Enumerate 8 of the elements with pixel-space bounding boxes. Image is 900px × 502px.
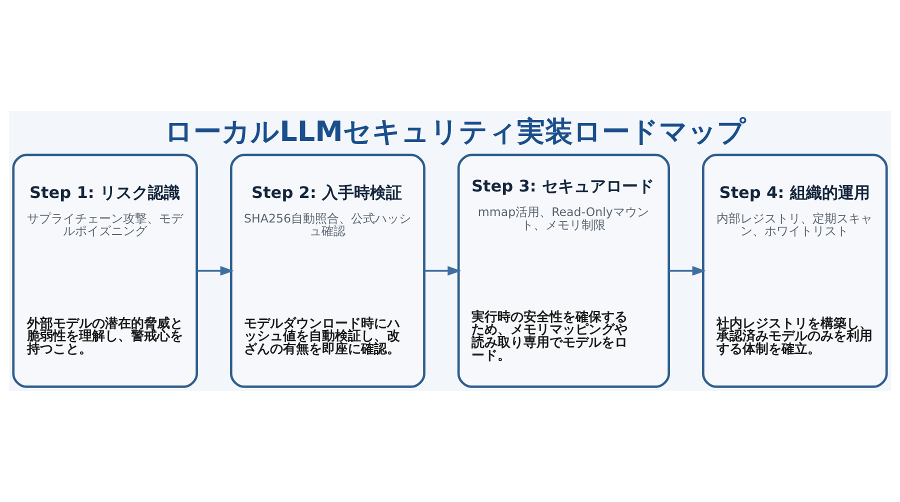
node-box: Step 4: 組織的運用 内部レジストリ、定期スキャン、ホワイトリスト 社内レジストリを構築し、承認済みモデルのみを利用する体制を確立。 [702,154,888,388]
node-box: Step 2: 入手時検証 SHA256自動照合、公式ハッシュ確認 モデルダウンロード時にハッシュ値を自動検証し、改ざんの有無を即座に確認。 [230,154,426,388]
arrow [424,266,462,276]
arrow [197,266,234,276]
arrow [668,266,706,276]
diagram-title: ローカルLLMセキュリティ実装ロードマップ [164,114,746,148]
node-box: Step 1: リスク認識 サプライチェーン攻撃、モデルポイズニング 外部モデルの潜在的脅威と脆弱性を理解し、警戒心を持つこと。 [12,154,198,388]
node-box: Step 3: セキュアロード mmap活用、Read-Onlyマウント、メモリ制限 実行時の安全性を確保するため、メモリマッピングや読み取り専用でモデルをロード。 [457,154,670,388]
